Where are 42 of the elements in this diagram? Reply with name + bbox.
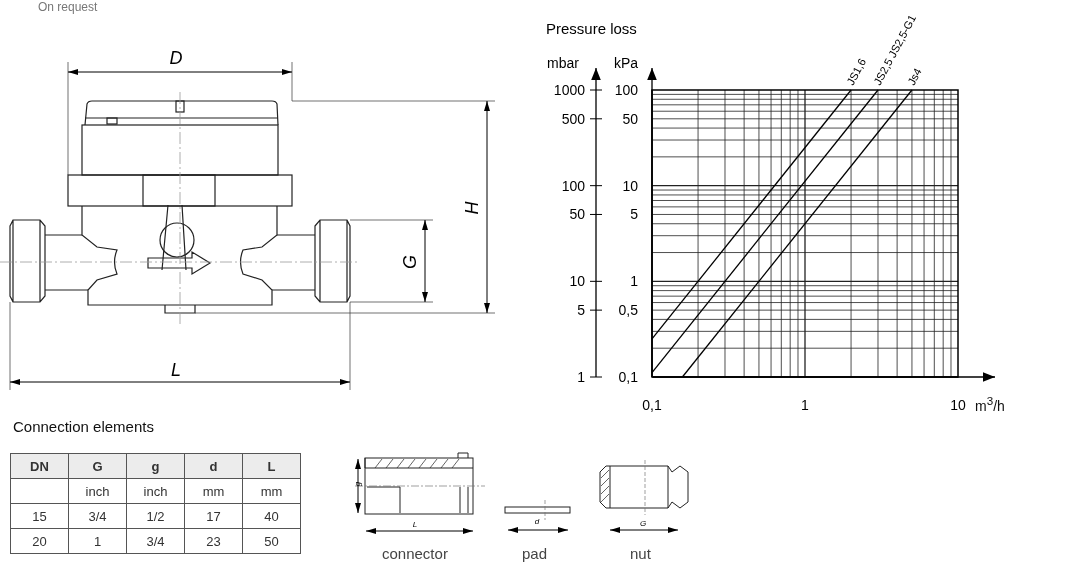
table-cell: 15 [10, 503, 69, 529]
tick-label: 50 [569, 206, 585, 223]
dimension-label: d [534, 517, 540, 526]
table-cell: 20 [10, 528, 69, 554]
tick-label: 10 [950, 397, 966, 413]
tick-label: 5 [630, 206, 638, 223]
dimension-label: G [639, 519, 647, 528]
tick-label: 1000 [553, 82, 585, 98]
tick-label: 5 [577, 302, 585, 319]
dimension-label: D [169, 48, 183, 68]
section-heading: Connection elements [13, 418, 154, 435]
tick-label: 1 [577, 369, 585, 385]
tick-label: 100 [614, 82, 638, 98]
tick-label: 0,5 [618, 302, 638, 319]
column-header: g [126, 453, 185, 479]
column-header: d [184, 453, 243, 479]
part-caption: nut [630, 545, 651, 562]
part-caption: connector [382, 545, 448, 562]
tick-label: 500 [561, 110, 585, 127]
tick-label: 10 [622, 177, 638, 194]
axis-label: mbar [547, 55, 579, 71]
dimension-label: L [171, 360, 181, 380]
dimension-label: g [353, 481, 362, 487]
chart-title: Pressure loss [546, 20, 637, 37]
tick-label: 0,1 [642, 397, 662, 413]
axis-label: m$^{3}$/h [975, 397, 1005, 414]
tick-label: 50 [622, 110, 638, 127]
column-header: G [68, 453, 127, 479]
tick-label: 1 [630, 273, 638, 290]
tick-label: 0,1 [618, 369, 638, 385]
dimension-label: L [412, 520, 418, 529]
tick-label: 100 [561, 177, 585, 194]
dimension-label: G [400, 255, 420, 269]
dimension-label: H [462, 201, 482, 215]
tick-label: 1 [801, 397, 809, 413]
axis-label: kPa [614, 55, 639, 71]
part-caption: pad [522, 545, 548, 562]
tick-label: 10 [569, 273, 585, 290]
note-text: On request [38, 0, 98, 14]
column-header: L [242, 453, 301, 479]
column-header: DN [10, 453, 69, 479]
curve-label: Js4 [905, 66, 924, 87]
